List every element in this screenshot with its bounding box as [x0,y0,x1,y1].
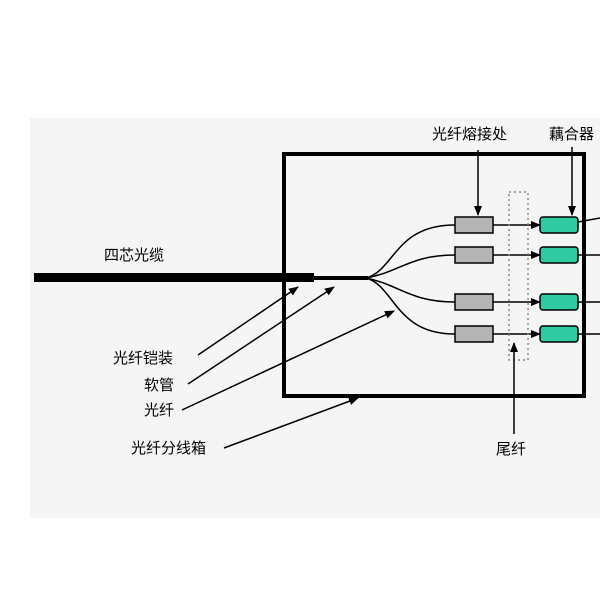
fiber-4 [365,277,456,335]
box-label: 光纤分线箱 [131,439,207,457]
outgoing-stub-1 [577,217,600,223]
tube-callout-arrow [187,286,335,385]
couplers [539,216,579,343]
armor-label: 光纤铠装 [113,349,174,367]
armor-callout-arrow [197,286,299,356]
tube-label: 软管 [144,376,175,394]
splice-point-4 [454,325,494,343]
box-callout-arrow [223,397,359,449]
splice-label: 光纤熔接处 [432,125,508,143]
fiber-label: 光纤 [144,401,175,419]
fiber-callout-arrow [181,310,395,411]
coupler-3 [539,293,579,311]
splice-point-2 [454,246,494,264]
cable-label: 四芯光缆 [104,246,165,264]
fiber-3 [365,277,456,303]
outgoing-stubs [577,217,600,335]
callout-arrows [181,147,576,449]
fiber-2 [365,254,456,279]
fiber-fanout [365,224,456,335]
coupler-label: 藕合器 [549,125,595,143]
pigtail-region [508,191,529,361]
splice-point-3 [454,293,494,311]
pigtail-arrows [493,221,541,338]
splice-point-1 [454,216,494,234]
coupler-1 [539,216,579,234]
panel-background [30,118,600,518]
coupler-4 [539,325,579,343]
pigtail-label: 尾纤 [496,440,527,458]
coupler-2 [539,246,579,264]
fiber-1 [365,224,456,279]
